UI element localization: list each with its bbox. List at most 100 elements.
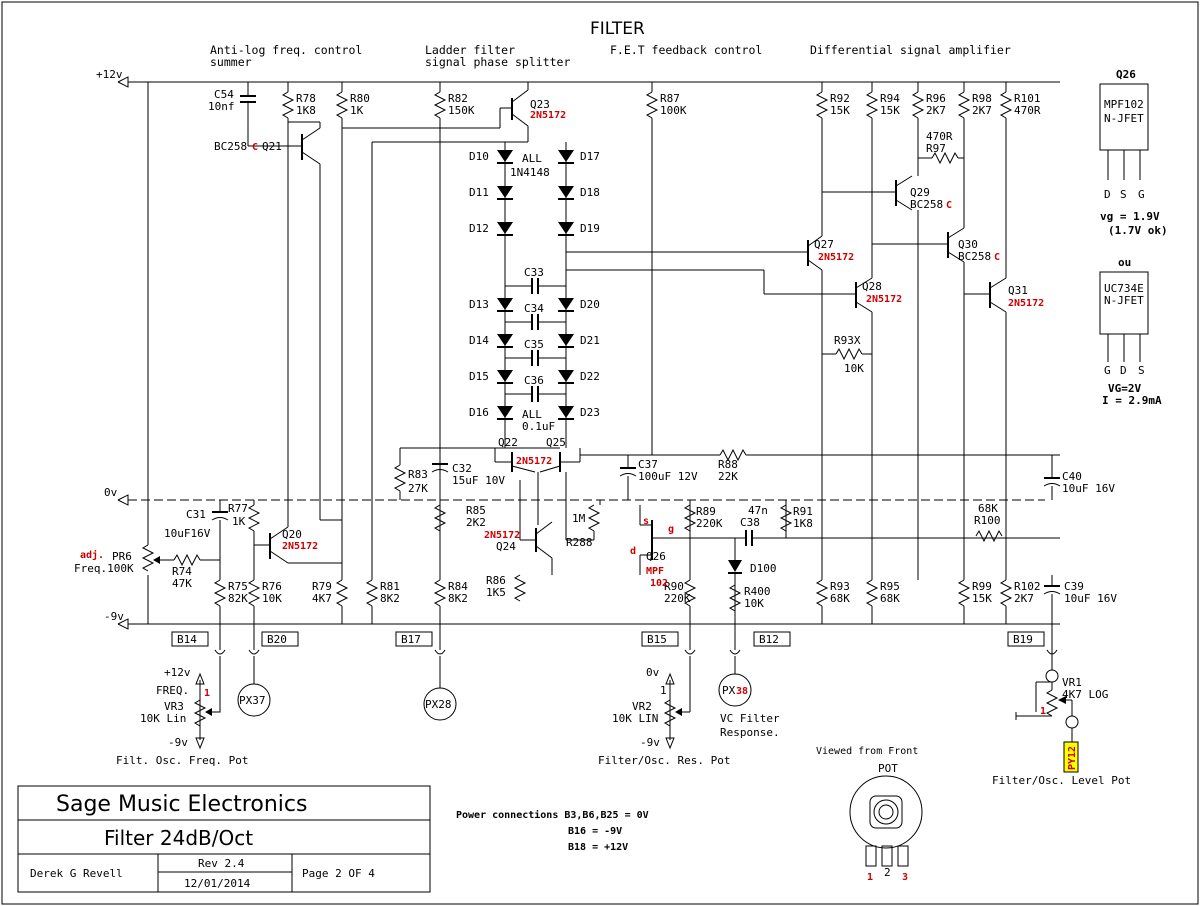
pr6-adj: adj. — [80, 549, 104, 561]
q26-pins1-d: D — [1104, 188, 1111, 201]
diode-label: D19 — [580, 222, 600, 235]
c40-val: 10uF 16V — [1062, 482, 1115, 495]
c38-val: 47n — [748, 504, 768, 517]
q30: Q30 BC258 C — [872, 227, 1000, 263]
res-r80-ref: R80 — [350, 92, 370, 105]
q27-type: 2N5172 — [818, 252, 854, 263]
res-r80-val: 1K — [350, 104, 364, 117]
q22-q25: Q22 Q25 2N5172 — [400, 435, 720, 525]
connector-b20: B20 — [248, 631, 299, 655]
diode-d14: D14 — [469, 334, 513, 348]
res-r81-ref: R81 — [380, 580, 400, 593]
r93x-val: 10K — [844, 362, 864, 375]
diode-d10: D10 — [469, 150, 513, 164]
connector-b17: B17 — [395, 631, 446, 655]
r77-val: 1K — [232, 515, 246, 528]
vr2-top: 0v — [646, 666, 660, 679]
c39-val: 10uF 16V — [1064, 592, 1117, 605]
section-ladder-l2: signal phase splitter — [425, 55, 570, 69]
vc-note-l1: VC Filter — [720, 712, 780, 725]
c31: C31 10uF16V — [164, 500, 229, 580]
vr3-pin: 1 — [204, 688, 210, 699]
section-ladder-l1: Ladder filter — [425, 43, 515, 57]
vr3-val: 10K Lin — [140, 712, 186, 725]
c31-ref: C31 — [186, 508, 206, 521]
c54-val: 10nf — [208, 100, 235, 113]
vr1-ref: VR1 — [1062, 676, 1082, 689]
vr1: VR1 4K7 LOG 1 PY12 Filter/Osc. Level Pot — [992, 656, 1131, 787]
c54: C54 10nf — [208, 82, 256, 146]
q26-pins1-s: S — [1120, 188, 1127, 201]
c32-ref: C32 — [452, 462, 472, 475]
q26-note1b: (1.7V ok) — [1108, 224, 1168, 237]
diode-d23: D23 — [558, 406, 600, 420]
q26-ref: Q26 — [646, 550, 666, 563]
rail-neg: -9v — [104, 610, 1060, 630]
section-fet-l1: F.E.T feedback control — [610, 43, 762, 57]
diode-d21: D21 — [558, 334, 600, 348]
r83-ref: R83 — [408, 468, 428, 481]
diode-d20: D20 — [558, 298, 600, 312]
r100-ref: R100 — [974, 514, 1001, 527]
res-r92-ref: R92 — [830, 92, 850, 105]
res-r87-val: 100K — [660, 104, 687, 117]
q30-ref: Q30 — [958, 238, 978, 251]
q26-note1a: vg = 1.9V — [1100, 210, 1160, 223]
res-r93-val: 68K — [830, 592, 850, 605]
vc-note-l2: Response. — [720, 726, 780, 739]
q26-pin-d: d — [630, 546, 636, 557]
r97-ref: R97 — [926, 142, 946, 155]
r88-ref: R88 — [718, 458, 738, 471]
c31-val: 10uF16V — [164, 527, 211, 540]
q26-pins1-g: G — [1138, 188, 1145, 201]
r91-val: 1K8 — [793, 517, 813, 530]
rail-pos: +12v — [96, 68, 1060, 88]
r83-val: 27K — [408, 482, 428, 495]
section-antilog-l1: Anti-log freq. control — [210, 43, 362, 57]
res-r87-ref: R87 — [660, 92, 680, 105]
res-r96-val: 2K7 — [926, 104, 946, 117]
diode-label: D22 — [580, 370, 600, 383]
diode-note-l2: 1N4148 — [510, 166, 550, 179]
cap-c34: C34 — [505, 302, 566, 330]
q21-ref: Q21 — [262, 140, 282, 153]
connector-label: B12 — [759, 633, 779, 646]
diode-d19: D19 — [558, 222, 600, 236]
vr1-caption: Filter/Osc. Level Pot — [992, 774, 1131, 787]
r74-ref: R74 — [172, 565, 192, 578]
pr6-desc: Freq.100K — [74, 562, 134, 575]
res-r79-val: 4K7 — [312, 592, 332, 605]
q26-type: MPF — [646, 566, 664, 577]
cap-c33: C33 — [505, 266, 566, 294]
q31-ref: Q31 — [1008, 284, 1028, 297]
vr2-val: 10K LIN — [612, 712, 658, 725]
res-r75-val: 82K — [228, 592, 248, 605]
c37: C37 100uF 12V — [619, 455, 698, 500]
q26-type2: N-JFET — [1104, 294, 1144, 307]
q26-type1: N-JFET — [1104, 112, 1144, 125]
q28: Q28 2N5172 — [763, 270, 902, 313]
q30-type: BC258 — [958, 250, 991, 263]
vr3-bottom: -9v — [168, 736, 188, 749]
q25-ref: Q25 — [546, 436, 566, 449]
title-author: Derek G Revell — [30, 867, 123, 880]
cap-label: C33 — [524, 266, 544, 279]
r74-val: 47K — [172, 577, 192, 590]
q23-type: 2N5172 — [530, 110, 566, 121]
diode-label: D10 — [469, 150, 489, 163]
px37: PX37 — [237, 656, 271, 717]
q28-ref: Q28 — [862, 280, 882, 293]
rail-neg-label: -9v — [104, 610, 124, 623]
res-r84-ref: R84 — [448, 580, 468, 593]
cap-note-l1: ALL — [522, 408, 542, 421]
q30-suffix: C — [994, 252, 1000, 263]
px38-num: 38 — [736, 686, 748, 697]
q20-type: 2N5172 — [282, 541, 318, 552]
vr3-name: FREQ. — [156, 684, 189, 697]
